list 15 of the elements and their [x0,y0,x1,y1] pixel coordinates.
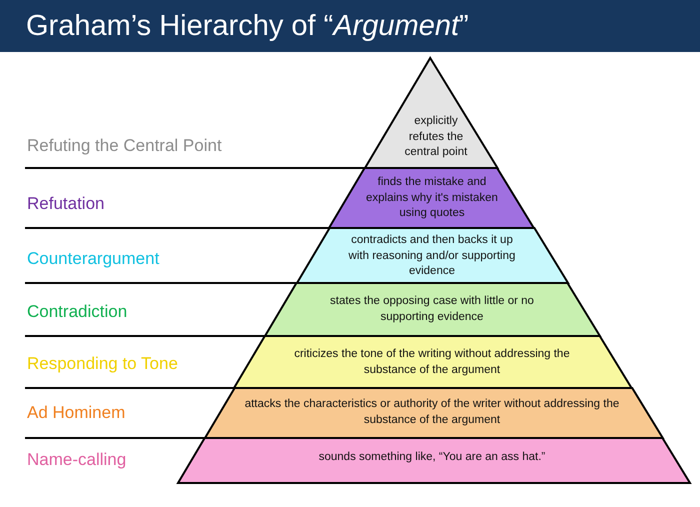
argument-level-label: Name-calling [27,450,126,470]
tier-description: attacks the characteristics or authority of the writer without addressing the substance of the argument [244,397,620,428]
title-banner: Graham’s Hierarchy of “Argument” [0,0,700,52]
argument-level-label: Counterargument [27,249,160,269]
tier-description: contradicts and then backs it up with reasoning and/or supporting evidence [348,233,516,279]
argument-level-label: Responding to Tone [27,354,178,374]
argument-level-label: Ad Hominem [27,403,126,423]
tier-description: states the opposing case with little or no supporting evidence [329,294,535,324]
argument-level-label: Refutation [27,194,104,214]
tier-description: criticizes the tone of the writing without addressing the substance of the argument [293,347,571,378]
tier-description: finds the mistake and explains why it's mistaken using quotes [366,175,498,221]
argument-level-label: Contradiction [27,302,128,322]
tier-description: sounds something like, “You are an ass hat.” [318,450,546,465]
argument-level-label: Refuting the Central Point [27,136,222,156]
tier-description: explicitly refutes the central point [404,114,468,160]
